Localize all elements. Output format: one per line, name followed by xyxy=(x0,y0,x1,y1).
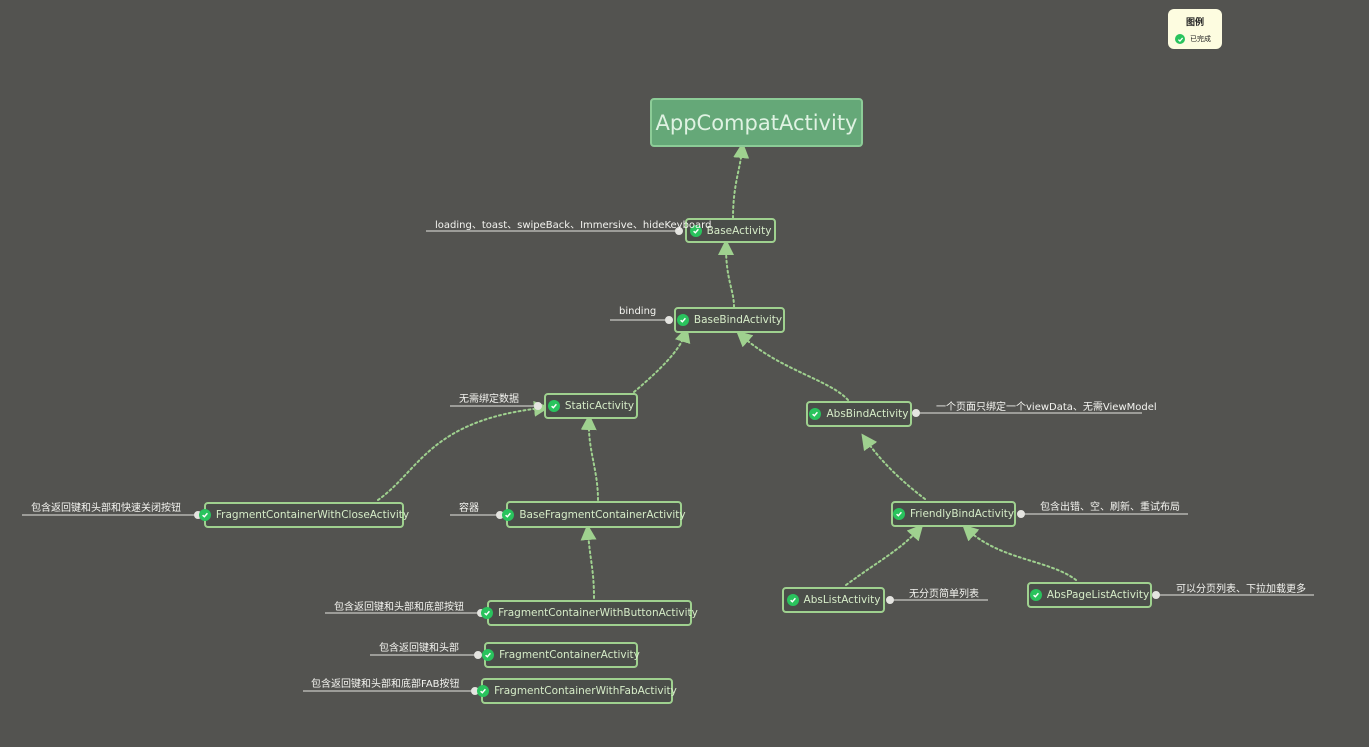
edge-static-to-basebind xyxy=(633,326,691,393)
node-basefragmentcontainer-activity[interactable]: BaseFragmentContainerActivity xyxy=(502,501,686,528)
check-circle-icon xyxy=(892,508,905,520)
check-circle-icon xyxy=(481,607,494,619)
edge-absbind-to-basebind xyxy=(736,330,849,401)
note-abspagelist: 可以分页列表、下拉加载更多 xyxy=(1176,584,1306,595)
node-fragmentcontainer-activity[interactable]: FragmentContainerActivity xyxy=(482,642,640,668)
edge-withbutton-to-basefragment xyxy=(580,524,597,599)
edge-abspagelist-to-friendly xyxy=(962,524,1077,581)
node-withfab-activity[interactable]: FragmentContainerWithFabActivity xyxy=(477,678,677,704)
note-withclose: 包含返回键和头部和快速关闭按钮 xyxy=(31,503,181,514)
legend: 图例 已完成 xyxy=(1168,9,1222,49)
check-circle-icon xyxy=(1029,589,1042,601)
note-base: loading、toast、swipeBack、Immersive、hideKe… xyxy=(435,220,712,231)
node-withclose-activity[interactable]: FragmentContainerWithCloseActivity xyxy=(198,502,409,528)
check-circle-icon xyxy=(809,408,822,420)
note-basebind: binding xyxy=(619,306,657,317)
note-abslist: 无分页简单列表 xyxy=(909,589,979,600)
edge-basebind-to-base xyxy=(718,239,735,308)
edge-abslist-to-friendly xyxy=(845,524,924,586)
check-circle-icon xyxy=(676,314,689,326)
node-label: AbsBindActivity xyxy=(826,408,909,420)
check-circle-icon xyxy=(477,685,490,697)
node-label: AbsPageListActivity xyxy=(1046,589,1150,601)
node-label: FragmentContainerWithCloseActivity xyxy=(215,509,410,521)
check-circle-icon xyxy=(1175,34,1185,44)
node-label: BaseBindActivity xyxy=(693,314,783,326)
legend-item: 已完成 xyxy=(1175,34,1211,44)
check-circle-icon xyxy=(547,400,560,412)
node-label: FragmentContainerWithFabActivity xyxy=(494,685,677,697)
note-static: 无需绑定数据 xyxy=(459,394,519,405)
node-abslist-activity[interactable]: AbsListActivity xyxy=(782,587,885,613)
root-node-appcompatactivity[interactable]: AppCompatActivity xyxy=(650,98,863,147)
edge-friendly-to-absbind xyxy=(861,433,926,500)
note-friendly: 包含出错、空、刷新、重试布局 xyxy=(1040,502,1180,513)
note-absbind: 一个页面只绑定一个viewData、无需ViewModel xyxy=(936,402,1157,413)
node-label: BaseFragmentContainerActivity xyxy=(519,508,686,521)
edge-basefragment-to-static xyxy=(580,414,599,501)
node-label: AbsListActivity xyxy=(803,594,881,606)
check-circle-icon xyxy=(198,509,211,521)
legend-title: 图例 xyxy=(1185,18,1204,28)
note-withbutton: 包含返回键和头部和底部按钮 xyxy=(334,602,464,613)
node-friendlybind-activity[interactable]: FriendlyBindActivity xyxy=(891,501,1016,527)
check-circle-icon xyxy=(482,649,495,661)
note-withfab: 包含返回键和头部和底部FAB按钮 xyxy=(311,679,460,690)
check-circle-icon xyxy=(786,594,799,606)
node-label: BaseActivity xyxy=(706,224,772,237)
edge-withclose-to-static xyxy=(377,400,550,501)
check-circle-icon xyxy=(689,224,702,237)
node-withbutton-activity[interactable]: FragmentContainerWithButtonActivity xyxy=(481,600,698,626)
check-circle-icon xyxy=(502,508,515,521)
legend-item-label: 已完成 xyxy=(1190,35,1211,43)
node-basebind-activity[interactable]: BaseBindActivity xyxy=(674,307,785,333)
node-static-activity[interactable]: StaticActivity xyxy=(544,393,638,419)
node-label: FriendlyBindActivity xyxy=(909,508,1015,520)
node-label: StaticActivity xyxy=(564,400,635,412)
node-abspagelist-activity[interactable]: AbsPageListActivity xyxy=(1027,582,1152,608)
edge-base-to-root xyxy=(732,142,750,219)
node-absbind-activity[interactable]: AbsBindActivity xyxy=(806,401,912,427)
note-container: 包含返回键和头部 xyxy=(379,643,459,654)
note-basefragment: 容器 xyxy=(459,503,479,514)
node-label: FragmentContainerWithButtonActivity xyxy=(498,607,698,619)
node-label: FragmentContainerActivity xyxy=(499,649,640,661)
node-base-activity[interactable]: BaseActivity xyxy=(685,218,776,243)
